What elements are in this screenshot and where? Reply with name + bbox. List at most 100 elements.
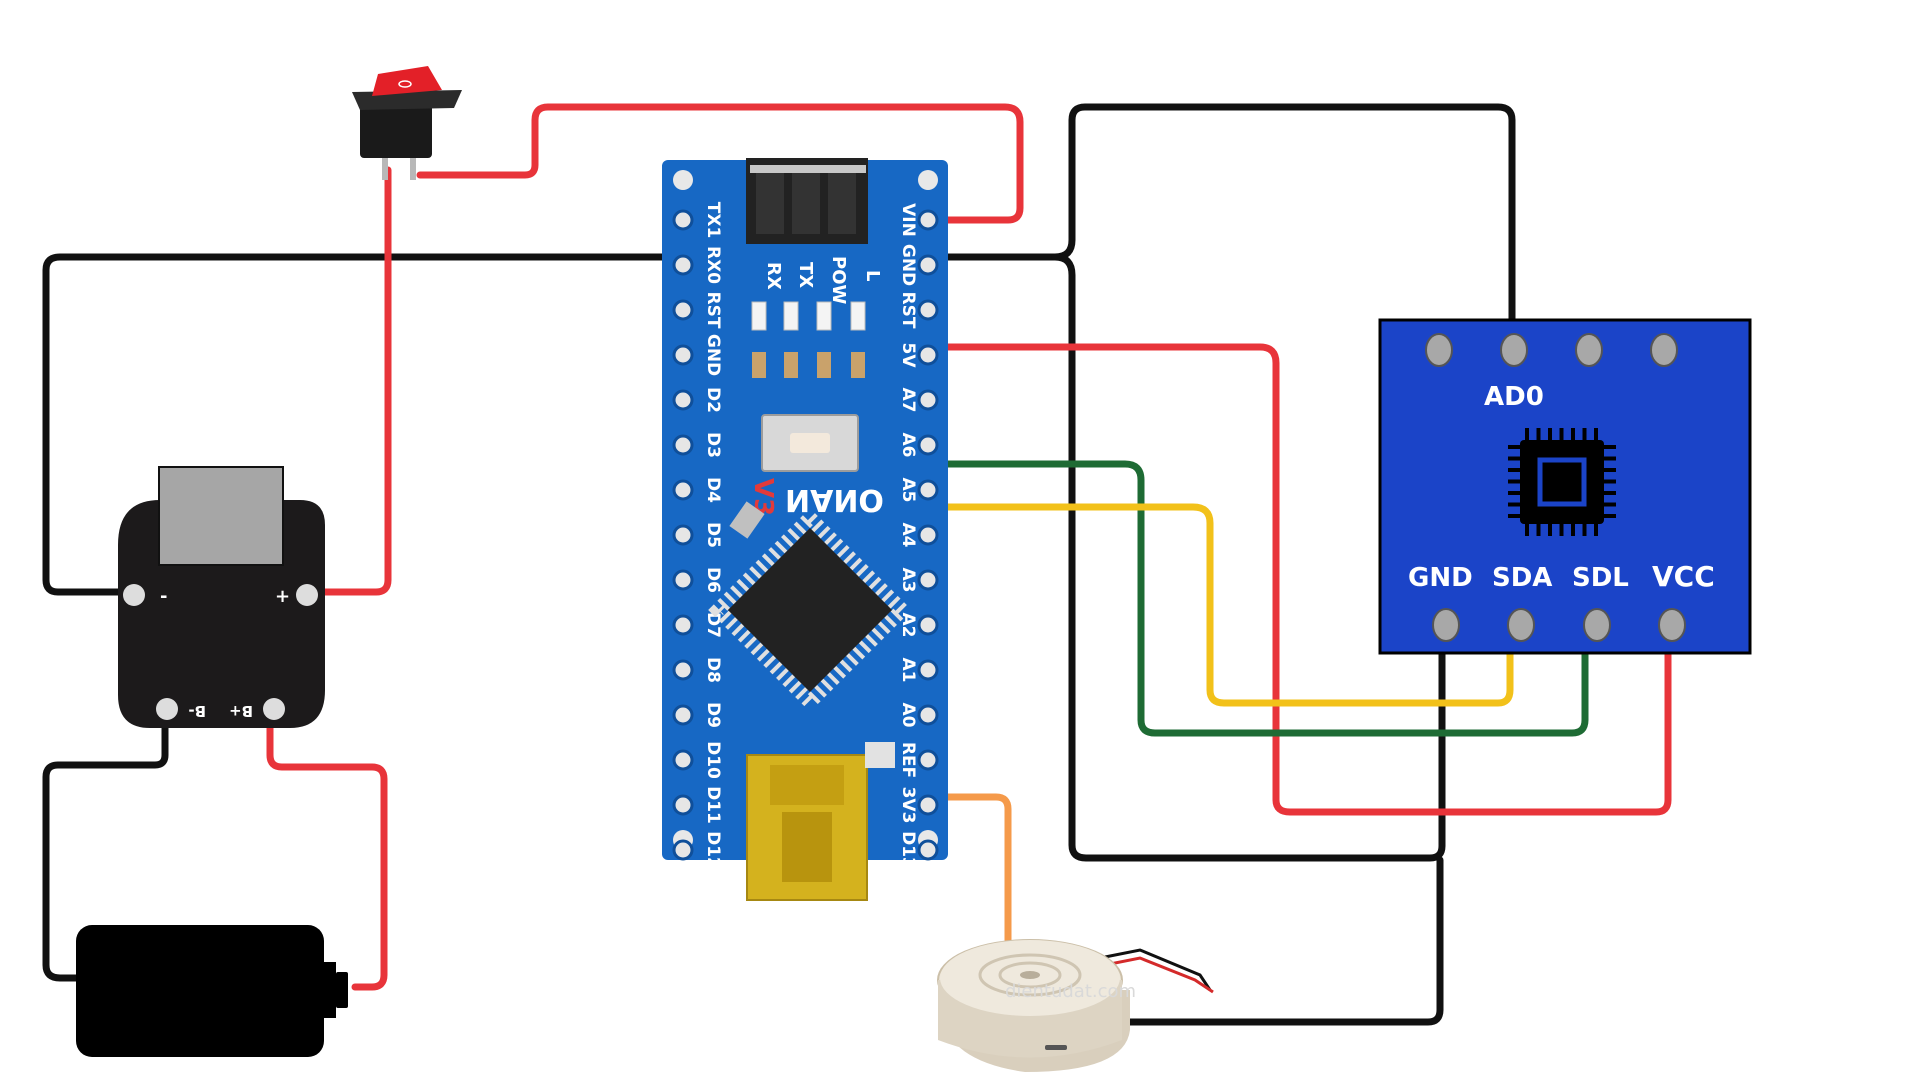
sensor-pin-top-4[interactable] [1650, 333, 1678, 367]
sensor-pin-top-1[interactable] [1425, 333, 1453, 367]
nano-left-pin-label: D9 [703, 702, 723, 728]
nano-right-pin[interactable] [917, 434, 939, 456]
nano-right-pin-label: A0 [898, 703, 918, 728]
buzzer-ring-outer [978, 953, 1082, 997]
wire-gnd-to-sensor-gnd [1051, 253, 1446, 862]
nano-left-pin[interactable] [672, 389, 694, 411]
nano-right-pin[interactable] [917, 209, 939, 231]
nano-right-pin[interactable] [917, 704, 939, 726]
nano-left-pin[interactable] [672, 524, 694, 546]
nano-left-pin-label: GND [703, 334, 723, 376]
mini-usb-port[interactable] [746, 754, 868, 901]
nano-left-pin-label: RST [703, 292, 723, 329]
nano-left-pin[interactable] [672, 659, 694, 681]
nano-right-pin-label: A5 [898, 478, 918, 503]
nano-right-pin-label: A1 [898, 658, 918, 683]
nano-left-pin[interactable] [672, 254, 694, 276]
led-label-pow: POW [828, 256, 849, 304]
wire-a5-to-sdl [926, 460, 1589, 737]
wire-5v-to-vcc [926, 343, 1672, 816]
nano-pcb [662, 160, 948, 860]
nano-right-pin[interactable] [917, 614, 939, 636]
nano-left-pin[interactable] [672, 299, 694, 321]
nano-right-pin-label: REF [898, 742, 918, 778]
wire-a4-to-sda [926, 503, 1514, 707]
nano-left-pin[interactable] [672, 569, 694, 591]
nano-left-pin-label: D3 [703, 432, 723, 458]
wire-switch-to-charger-plus [304, 166, 392, 596]
led-label-tx: TX [795, 262, 816, 288]
wire-bplus-to-battery [266, 706, 388, 991]
sensor-pin-sda[interactable] [1507, 608, 1535, 642]
rocker-switch[interactable] [352, 66, 462, 180]
nano-left-pin-label: D11 [703, 786, 723, 824]
nano-right-pin[interactable] [917, 794, 939, 816]
sensor-pin-vcc[interactable] [1658, 608, 1686, 642]
nano-right-pin-label: A3 [898, 568, 918, 593]
buzzer-lead-black [1099, 948, 1212, 991]
nano-left-pin-label: D6 [703, 567, 723, 593]
sensor-label-ad0: AD0 [1484, 382, 1544, 412]
nano-right-pin[interactable] [917, 749, 939, 771]
pad-bat-plus[interactable] [263, 698, 285, 720]
sensor-module: AD0 GND SDA SDL VCC [1378, 318, 1752, 655]
nano-right-pin[interactable] [917, 839, 939, 861]
pad-out-minus[interactable] [123, 584, 145, 606]
nano-left-pin[interactable] [672, 839, 694, 861]
sensor-label-sda: SDA [1492, 563, 1552, 593]
nano-left-pin[interactable] [672, 209, 694, 231]
nano-right-pin[interactable] [917, 389, 939, 411]
nano-left-pin[interactable] [672, 614, 694, 636]
nano-right-pin[interactable] [917, 569, 939, 591]
nano-left-pin[interactable] [672, 749, 694, 771]
nano-left-pin-label: RX0 [703, 246, 723, 284]
nano-right-pin[interactable] [917, 479, 939, 501]
battery-body [76, 925, 324, 1057]
nano-left-pin[interactable] [672, 704, 694, 726]
pad-bat-minus[interactable] [156, 698, 178, 720]
nano-left-pin-label: D7 [703, 612, 723, 638]
pad-out-plus[interactable] [296, 584, 318, 606]
wires [42, 103, 1672, 1026]
led-label-l: L [862, 270, 883, 281]
buzzer [937, 939, 1214, 1072]
sensor-label-vcc: VCC [1652, 560, 1715, 593]
reset-button[interactable] [761, 414, 859, 472]
sensor-pin-top-3[interactable] [1575, 333, 1603, 367]
nano-right-pin-label: RST [898, 292, 918, 329]
nano-left-pin[interactable] [672, 479, 694, 501]
atmega-chip [708, 508, 912, 712]
icsp-header [746, 158, 868, 244]
nano-right-pin-label: VIN [898, 203, 918, 237]
nano-left-pin-label: D8 [703, 657, 723, 683]
nano-right-pin-label: A6 [898, 433, 918, 458]
nano-right-pin[interactable] [917, 524, 939, 546]
nano-right-pin-label: 3V3 [898, 787, 918, 824]
buzzer-ring-inner [998, 961, 1062, 989]
label-bat-minus: B- [188, 702, 206, 720]
label-bat-plus: B+ [229, 702, 253, 720]
nano-right-pin[interactable] [917, 344, 939, 366]
nano-right-pin-label: A4 [898, 523, 918, 548]
usb-c-port [158, 466, 284, 566]
nano-left-pin-label: D5 [703, 522, 723, 548]
sensor-pin-sdl[interactable] [1583, 608, 1611, 642]
nano-brand-label: NANO [785, 482, 884, 517]
nano-left-pin[interactable] [672, 794, 694, 816]
switch-off-mark-icon [398, 80, 412, 88]
nano-left-pin[interactable] [672, 434, 694, 456]
watermark: dientudat.com [1005, 981, 1136, 1002]
sensor-pin-gnd[interactable] [1432, 608, 1460, 642]
sensor-pin-ad0[interactable] [1500, 333, 1528, 367]
nano-right-pin[interactable] [917, 659, 939, 681]
buzzer-slot [1045, 1045, 1067, 1050]
nano-right-pin-label: 5V [898, 343, 918, 369]
nano-right-header [917, 209, 939, 861]
nano-right-pin[interactable] [917, 254, 939, 276]
nano-right-pin[interactable] [917, 299, 939, 321]
buzzer-center-hole [1020, 971, 1040, 979]
wire-charger-minus-to-nano [42, 253, 686, 596]
nano-left-pin[interactable] [672, 344, 694, 366]
